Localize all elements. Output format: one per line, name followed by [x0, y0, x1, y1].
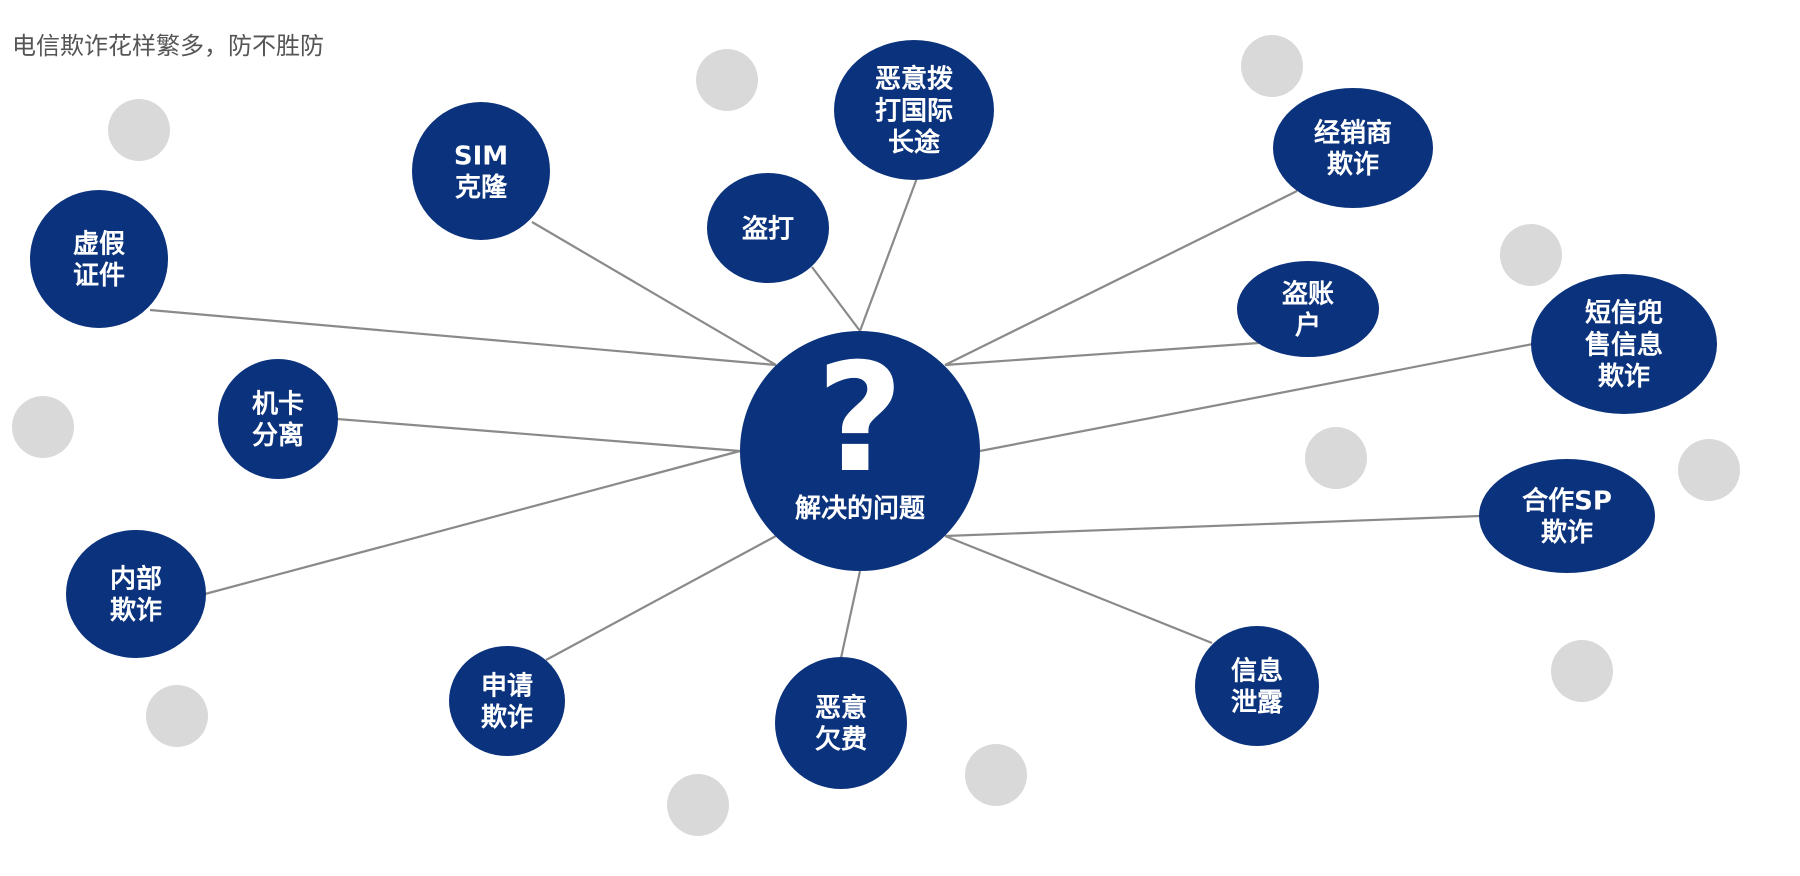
decorative-dot [1241, 35, 1303, 97]
decorative-dot [667, 774, 729, 836]
node-label: 打国际 [875, 96, 953, 126]
connector-card-separation [336, 417, 741, 453]
node-label: 盗账 [1282, 279, 1334, 310]
connector-steal-account [944, 341, 1260, 367]
node-bubble [30, 190, 168, 328]
node-label: 机卡 [252, 390, 304, 420]
node-bubble [1531, 274, 1717, 414]
connector-sim-clone [531, 221, 777, 366]
decorative-dot [108, 99, 170, 161]
connector-fake-id [149, 308, 777, 367]
page-title: 电信欺诈花样繁多，防不胜防 [12, 32, 324, 60]
node-label: 内部 [110, 565, 162, 595]
node-bubble [707, 173, 829, 283]
node-label: 欺诈 [481, 703, 533, 733]
connector-dealer-fraud [944, 190, 1298, 366]
connector-internal-fraud [204, 449, 741, 596]
node-label: 欺诈 [110, 596, 162, 626]
node-bubble [218, 359, 338, 479]
node-label: 售信息 [1585, 329, 1663, 360]
node-label: 泄露 [1231, 688, 1284, 718]
decorative-dot [965, 744, 1027, 806]
node-label: 经销商 [1314, 118, 1392, 149]
connectors [149, 177, 1534, 661]
node-label: 欺诈 [1327, 150, 1379, 180]
node-bubble [449, 646, 565, 756]
node-label: 信息 [1231, 656, 1283, 687]
node-label: 证件 [73, 261, 125, 291]
node-label: 合作SP [1522, 486, 1612, 517]
question-mark-icon: ? [816, 332, 903, 506]
connector-apply-fraud [545, 535, 777, 661]
node-label: 恶意 [815, 693, 867, 724]
node-bubble [1273, 88, 1433, 208]
node-label: 分离 [252, 420, 304, 451]
node-label: 长途 [888, 127, 941, 158]
node-label: 克隆 [455, 173, 508, 203]
decorative-dot [146, 685, 208, 747]
connector-sp-fraud [944, 514, 1481, 538]
center-node: ?解决的问题 [740, 331, 980, 571]
connector-sms-sell [979, 342, 1534, 453]
decorative-dot [1500, 224, 1562, 286]
center-bubble [740, 331, 980, 571]
node-label: 恶意拨 [875, 64, 954, 95]
node-label: 欺诈 [1598, 362, 1650, 392]
node-steal-account: 盗账户 [1237, 261, 1379, 357]
decorative-dot [1678, 439, 1740, 501]
node-bubble [1237, 261, 1379, 357]
node-label: 申请 [481, 672, 533, 702]
node-bubble [834, 40, 994, 180]
node-label: 短信兜 [1585, 299, 1663, 329]
node-bubble [1195, 626, 1319, 746]
connector-steal-call [811, 266, 861, 332]
node-bubble [1479, 459, 1655, 573]
decorative-dot [696, 49, 758, 111]
decorative-dots [12, 35, 1740, 836]
node-label: 盗打 [742, 213, 794, 244]
node-steal-call: 盗打 [707, 173, 829, 283]
decorative-dot [1305, 427, 1367, 489]
node-label: 欠费 [815, 724, 867, 755]
topic-nodes: 虚假证件SIM克隆盗打恶意拨打国际长途经销商欺诈盗账户短信兜售信息欺诈合作SP欺… [30, 40, 1717, 789]
node-bubble [775, 657, 907, 789]
decorative-dot [12, 396, 74, 458]
decorative-dot [1551, 640, 1613, 702]
node-label: 欺诈 [1541, 518, 1593, 548]
connector-info-leak [944, 534, 1213, 645]
node-label: SIM [454, 142, 508, 172]
node-label: 虚假 [73, 230, 125, 260]
node-bubble [66, 530, 206, 658]
center-label: 解决的问题 [795, 493, 925, 524]
connector-intl-call [858, 177, 919, 332]
connector-malicious-arrears [839, 570, 862, 659]
node-bubble [412, 102, 550, 240]
node-label: 户 [1295, 310, 1321, 341]
